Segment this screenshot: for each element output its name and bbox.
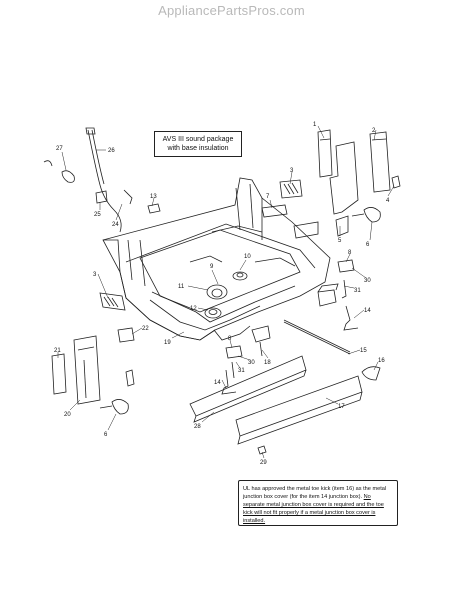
part-label-24: 24 [112, 222, 119, 228]
part-label-5: 5 [338, 238, 342, 244]
watermark-text: AppliancePartsPros.com [158, 3, 305, 18]
part-label-8-left: 8 [228, 336, 232, 342]
part-label-1: 1 [313, 122, 317, 128]
part-label-11: 11 [178, 284, 185, 290]
part-label-8-right: 8 [348, 250, 352, 256]
part-label-7: 7 [266, 194, 270, 200]
ul-approval-note: UL has approved the metal toe kick (item… [238, 480, 398, 526]
part-label-16: 16 [378, 358, 385, 364]
part-label-20: 20 [64, 412, 71, 418]
ul-note-underlined-text: No separate metal junction box cover is … [243, 494, 384, 524]
sound-package-line1: AVS III sound package [162, 136, 234, 143]
part-label-28: 28 [194, 424, 201, 430]
ul-note-text: UL has approved the metal toe kick (item… [243, 486, 387, 500]
part-label-31-right: 31 [354, 288, 361, 294]
part-label-6-left: 6 [104, 432, 108, 438]
part-label-2: 2 [372, 128, 376, 134]
sound-package-line2: with base insulation [167, 145, 229, 152]
part-label-26: 26 [108, 148, 115, 154]
part-label-3-right: 3 [290, 168, 294, 174]
diagram-linework [43, 127, 401, 455]
part-label-6-right: 6 [366, 242, 370, 248]
part-label-22: 22 [142, 326, 149, 332]
part-label-21: 21 [54, 348, 61, 354]
leader-lines [57, 125, 395, 459]
part-label-14-right: 14 [364, 308, 371, 314]
part-label-15: 15 [360, 348, 367, 354]
part-label-14-left: 14 [214, 380, 221, 386]
part-label-3-left: 3 [93, 272, 97, 278]
part-label-12: 12 [190, 306, 197, 312]
sound-package-note: AVS III sound package with base insulati… [154, 131, 242, 157]
part-number-labels: 1 2 3 3 4 5 6 6 7 8 8 9 10 11 12 13 14 1… [54, 122, 390, 466]
part-label-19: 19 [164, 340, 171, 346]
part-label-9: 9 [210, 264, 214, 270]
part-label-30-left: 30 [248, 360, 255, 366]
part-label-4: 4 [386, 198, 390, 204]
part-label-10: 10 [244, 254, 251, 260]
part-label-18: 18 [264, 360, 271, 366]
part-label-29: 29 [260, 460, 267, 466]
part-label-25: 25 [94, 212, 101, 218]
part-label-13: 13 [150, 194, 157, 200]
part-label-31-left: 31 [238, 368, 245, 374]
part-label-17: 17 [338, 404, 345, 410]
part-label-30-right: 30 [364, 278, 371, 284]
part-label-27: 27 [56, 146, 63, 152]
